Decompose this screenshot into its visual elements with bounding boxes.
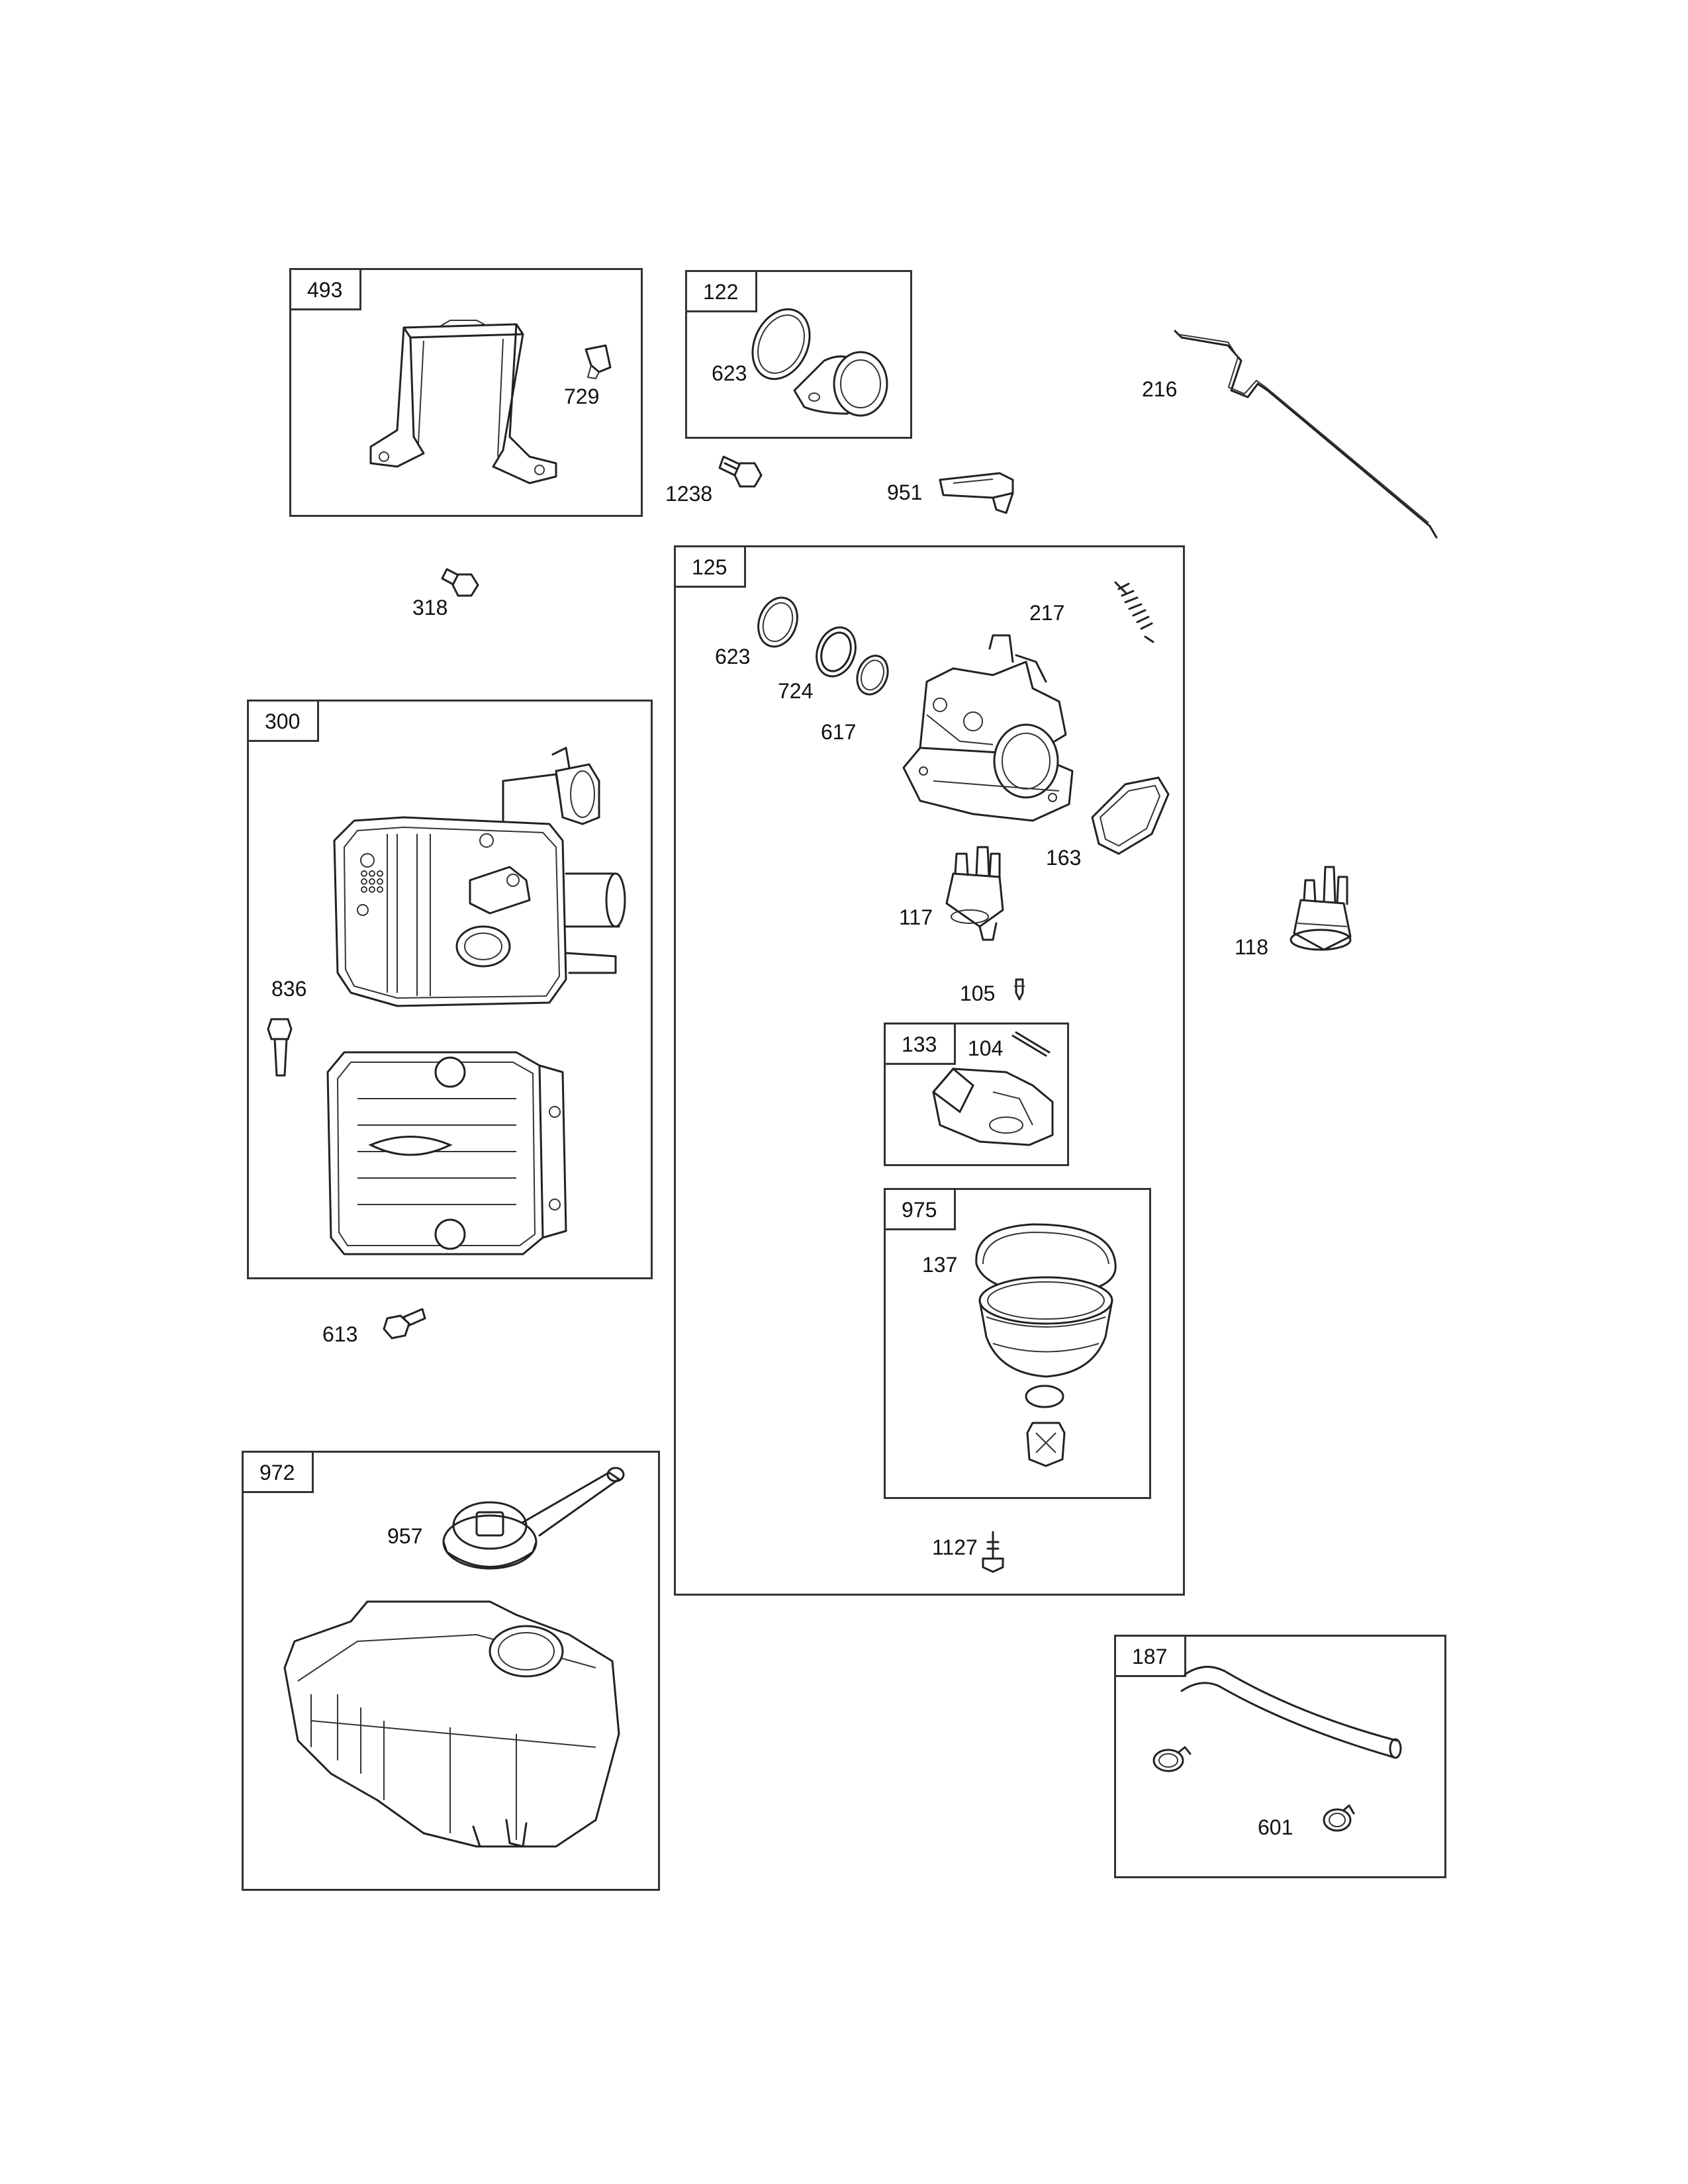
jet-105-drawing: [1014, 978, 1025, 1001]
part-label-1127: 1127: [932, 1535, 978, 1559]
carburetor-drawing: [902, 634, 1074, 822]
part-label-117: 117: [899, 905, 933, 929]
screw-613-drawing: [383, 1308, 426, 1340]
screw-836-drawing: [267, 1018, 293, 1077]
group-133-label: 133: [886, 1024, 957, 1065]
group-972-label: 972: [244, 1453, 314, 1493]
fuel-hose-drawing: [1180, 1666, 1402, 1759]
float-bowl-975-drawing: [975, 1223, 1117, 1467]
part-label-836: 836: [271, 977, 307, 1001]
rod-216-drawing: [1174, 330, 1438, 539]
bracket-951-drawing: [939, 472, 1014, 514]
group-122-label: 122: [687, 272, 758, 312]
part-label-601: 601: [1258, 1815, 1293, 1839]
fuel-cap-957-drawing: [442, 1467, 625, 1570]
clip-729-drawing: [585, 344, 612, 380]
group-300-label: 300: [249, 702, 320, 742]
group-972-frame: 972: [242, 1451, 660, 1891]
fuel-tank-drawing: [283, 1600, 620, 1848]
group-122-frame: 122: [685, 270, 912, 439]
part-label-318: 318: [412, 596, 448, 619]
group-300-frame: 300: [247, 700, 653, 1279]
float-133-drawing: [931, 1031, 1054, 1146]
group-187-frame: 187: [1114, 1635, 1446, 1878]
part-label-118: 118: [1235, 935, 1269, 959]
part-label-623-carb: 623: [715, 645, 751, 668]
part-label-217: 217: [1029, 601, 1065, 625]
part-label-724: 724: [778, 679, 814, 703]
clamp-601-drawing: [1152, 1746, 1355, 1832]
part-label-957: 957: [387, 1524, 423, 1548]
group-493-frame: 493: [289, 268, 643, 517]
part-label-613: 613: [322, 1322, 358, 1346]
screw-1238-drawing: [718, 455, 763, 488]
group-493-label: 493: [291, 270, 362, 310]
seal-623-drawing: [757, 596, 798, 648]
screw-1127-drawing: [982, 1531, 1004, 1573]
screw-318-drawing: [441, 568, 479, 597]
fuel-shutoff-117-drawing: [945, 846, 1004, 941]
adapter-122-drawing: [751, 308, 888, 417]
part-label-163: 163: [1046, 846, 1082, 870]
group-133-frame: 133: [884, 1023, 1069, 1166]
seal-617-drawing: [856, 655, 889, 696]
part-label-105: 105: [960, 981, 996, 1005]
group-975-label: 975: [886, 1190, 957, 1230]
part-label-216: 216: [1142, 377, 1178, 401]
muffler-300-drawing: [333, 747, 626, 1007]
gasket-724-drawing: [816, 626, 857, 678]
part-label-623-adapter: 623: [712, 361, 747, 385]
part-label-729: 729: [564, 385, 600, 408]
part-label-1238: 1238: [665, 482, 713, 506]
group-125-label: 125: [676, 547, 747, 588]
part-label-617: 617: [821, 720, 857, 744]
fuel-shutoff-118-drawing: [1289, 866, 1352, 951]
part-label-137: 137: [922, 1253, 958, 1277]
muffler-guard-drawing: [326, 1051, 567, 1255]
group-975-frame: 975: [884, 1188, 1151, 1499]
gasket-163-drawing: [1091, 776, 1170, 855]
bracket-493-drawing: [369, 320, 557, 484]
group-125-frame: 125: [674, 545, 1185, 1596]
group-187-label: 187: [1116, 1637, 1187, 1677]
part-label-951: 951: [887, 480, 923, 504]
part-label-104: 104: [968, 1036, 1004, 1060]
spring-217-drawing: [1114, 581, 1154, 643]
